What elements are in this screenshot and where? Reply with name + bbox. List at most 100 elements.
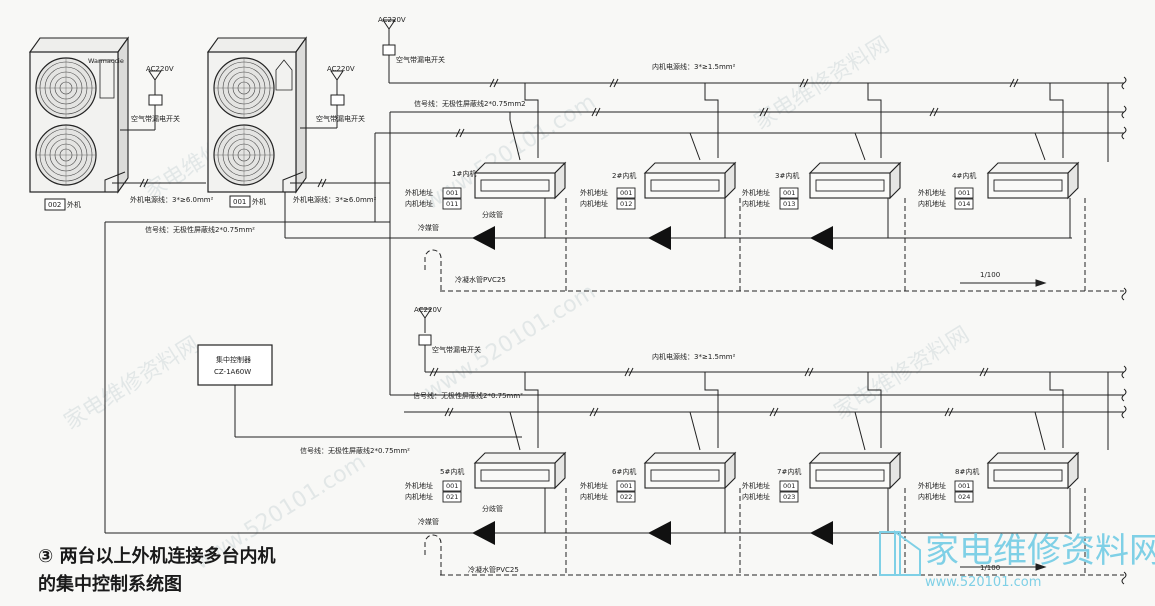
ac-label: AC220V — [327, 65, 355, 73]
signal-label: 信号线：无极性屏蔽线2*0.75mm² — [145, 225, 255, 234]
wiring — [104, 37, 1127, 585]
indoor-unit-6: 6#内机 外机地址 001 内机地址 022 — [580, 452, 736, 503]
outer-address-label: 外机地址 — [580, 481, 608, 490]
slope-label: 1/100 — [980, 564, 1000, 572]
breaker-label: 空气带漏电开关 — [316, 114, 365, 123]
caption-line-2: 的集中控制系统图 — [38, 573, 182, 595]
watermark-text: 家电维修资料网 — [60, 332, 204, 435]
outer-address-label: 外机地址 — [918, 188, 946, 197]
outer-address-value: 001 — [620, 189, 632, 197]
inner-address-value: 024 — [958, 493, 970, 501]
indoor-power-label: 内机电源线：3*≥1.5mm² — [652, 62, 736, 71]
ac-label: AC220V — [414, 306, 442, 314]
outer-address-value: 001 — [958, 189, 970, 197]
outer-address-label: 外机地址 — [742, 481, 770, 490]
ac-label: AC220V — [146, 65, 174, 73]
signal-label: 信号线：无极性屏蔽线2*0.75mm² — [300, 446, 410, 455]
outdoor-unit-label: 外机 — [67, 200, 81, 209]
site-logo: 家电维修资料网 www.520101.com — [879, 530, 1155, 590]
outdoor-address-1: 001 外机 — [229, 195, 266, 208]
controller-model: CZ-1A60W — [214, 368, 251, 376]
inner-address-label: 内机地址 — [405, 199, 433, 208]
wire-labels: 内机电源线：3*≥1.5mm² 信号线：无极性屏蔽线2*0.75mm2 外机电源… — [130, 62, 1000, 574]
inner-address-label: 内机地址 — [580, 492, 608, 501]
wire-tick-marks — [139, 78, 1019, 417]
indoor-unit-5: 5#内机 外机地址 001 内机地址 021 — [405, 452, 566, 503]
inner-address-label: 内机地址 — [742, 492, 770, 501]
outdoor-brand-label: Warmaccie — [88, 57, 124, 65]
inner-address-label: 内机地址 — [918, 492, 946, 501]
outer-address-value: 001 — [958, 482, 970, 490]
outer-address-value: 001 — [446, 189, 458, 197]
indoor-power-label: 内机电源线：3*≥1.5mm² — [652, 352, 736, 361]
outdoor-power-label: 外机电源线：3*≥6.0mm² — [293, 195, 377, 204]
indoor-unit-name: 2#内机 — [612, 171, 636, 180]
inner-address-label: 内机地址 — [405, 492, 433, 501]
indoor-unit-name: 6#内机 — [612, 467, 636, 476]
outer-address-label: 外机地址 — [405, 481, 433, 490]
outdoor-address-value: 001 — [233, 198, 246, 206]
indoor-unit-4: 4#内机 外机地址 001 内机地址 014 — [918, 162, 1079, 210]
mid-power-supply: AC220V 空气带漏电开关 — [414, 306, 481, 354]
outdoor-unit-1 — [206, 36, 308, 194]
watermark-layer: 家电维修资料网 www.520101.com 家电维修资料网 家电维修资料网 w… — [60, 32, 974, 575]
indoor-unit-name: 8#内机 — [955, 467, 979, 476]
top-power-supply: AC220V 空气带漏电开关 — [378, 16, 445, 64]
slope-label: 1/100 — [980, 271, 1000, 279]
outdoor-power-label: 外机电源线：3*≥6.0mm² — [130, 195, 214, 204]
drain-label: 冷凝水管PVC25 — [468, 565, 519, 574]
figure-caption: ③ 两台以上外机连接多台内机 的集中控制系统图 — [38, 545, 276, 595]
breaker-label: 空气带漏电开关 — [396, 55, 445, 64]
inner-address-value: 023 — [783, 493, 795, 501]
indoor-unit-1: 1#内机 外机地址 001 内机地址 011 — [405, 162, 566, 210]
inner-address-value: 013 — [783, 200, 795, 208]
indoor-unit-name: 4#内机 — [952, 171, 976, 180]
outer-address-label: 外机地址 — [742, 188, 770, 197]
signal-label: 信号线：无极性屏蔽线2*0.75mm2 — [414, 99, 526, 108]
watermark-text: 家电维修资料网 — [750, 32, 894, 135]
indoor-unit-7: 7#内机 外机地址 001 内机地址 023 — [742, 452, 901, 503]
logo-url: www.520101.com — [925, 575, 1041, 590]
indoor-unit-name: 3#内机 — [775, 171, 799, 180]
indoor-unit-name: 7#内机 — [777, 467, 801, 476]
inner-address-label: 内机地址 — [918, 199, 946, 208]
refrigerant-label: 冷媒管 — [418, 517, 439, 526]
inner-address-value: 022 — [620, 493, 632, 501]
inner-address-label: 内机地址 — [580, 199, 608, 208]
outdoor-address-value: 002 — [48, 201, 61, 209]
outer-address-value: 001 — [620, 482, 632, 490]
branch-pipe-label: 分歧管 — [482, 504, 503, 513]
branch-pipe-arrows — [472, 226, 833, 545]
inner-address-value: 021 — [446, 493, 458, 501]
outdoor-unit-2: Warmaccie — [28, 36, 130, 194]
inner-address-label: 内机地址 — [742, 199, 770, 208]
central-controller: 集中控制器 CZ-1A60W — [197, 344, 273, 386]
indoor-unit-2: 2#内机 外机地址 001 内机地址 012 — [580, 162, 736, 210]
inner-address-value: 012 — [620, 200, 632, 208]
outer-address-value: 001 — [783, 189, 795, 197]
caption-line-1: ③ 两台以上外机连接多台内机 — [38, 545, 276, 567]
logo-text: 家电维修资料网 — [925, 531, 1155, 571]
indoor-unit-8: 8#内机 外机地址 001 内机地址 024 — [918, 452, 1079, 503]
outer-address-label: 外机地址 — [405, 188, 433, 197]
indoor-unit-name: 5#内机 — [440, 467, 464, 476]
branch-pipe-label: 分歧管 — [482, 210, 503, 219]
breaker-label: 空气带漏电开关 — [432, 345, 481, 354]
inner-address-value: 011 — [446, 200, 458, 208]
indoor-unit-3: 3#内机 外机地址 001 内机地址 013 — [742, 162, 901, 210]
inner-address-value: 014 — [958, 200, 970, 208]
outer-address-value: 001 — [446, 482, 458, 490]
controller-title: 集中控制器 — [216, 355, 251, 364]
outdoor-1-power-supply: AC220V 空气带漏电开关 — [316, 65, 365, 123]
watermark-text: www.520101.com — [420, 280, 600, 406]
indoor-unit-name: 1#内机 — [452, 169, 476, 178]
signal-label: 信号线：无极性屏蔽线2*0.75mm² — [413, 391, 523, 400]
slope-arrows — [960, 279, 1047, 571]
drain-lines — [424, 198, 1124, 576]
outer-address-label: 外机地址 — [580, 188, 608, 197]
refrigerant-label: 冷媒管 — [418, 223, 439, 232]
outdoor-unit-label: 外机 — [252, 197, 266, 206]
outer-address-value: 001 — [783, 482, 795, 490]
